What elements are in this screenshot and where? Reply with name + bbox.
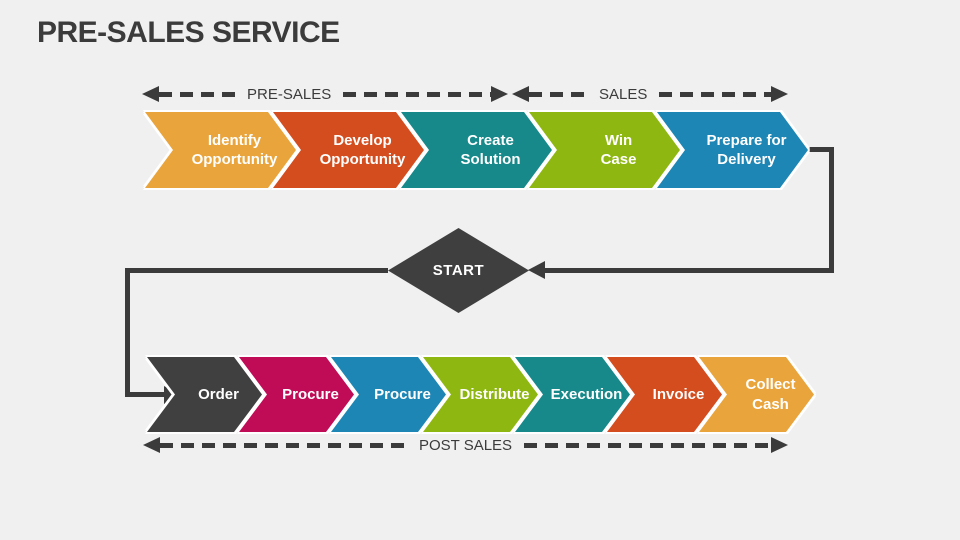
chevron-label: Identify Opportunity: [191, 131, 278, 168]
postsales-timeline: POST SALES: [143, 436, 789, 454]
chevron-procure-2: Procure: [331, 357, 446, 432]
chevron-prepare-for-delivery: Prepare for Delivery: [657, 112, 808, 188]
start-diamond: START: [388, 228, 529, 313]
chevron-label: Procure: [282, 385, 339, 403]
connector-start-to-left: [125, 268, 388, 273]
chevron-label: Invoice: [652, 385, 705, 403]
chevron-label: Prepare for Delivery: [706, 131, 787, 168]
slide-title: PRE-SALES SERVICE: [37, 16, 340, 49]
chevron-label: Win Case: [600, 131, 637, 168]
presales-timeline: PRE-SALES: [142, 85, 508, 103]
dashed-line: [160, 442, 407, 448]
chevron-label: Distribute: [459, 385, 530, 403]
chevron-shape: Collect Cash: [699, 357, 814, 432]
chevron-label: Order: [198, 385, 239, 403]
postsales-label: POST SALES: [418, 436, 513, 454]
connector-right-vertical: [829, 147, 834, 273]
sales-label: SALES: [599, 85, 648, 103]
chevron-win-case: Win Case: [529, 112, 680, 188]
sales-timeline: SALES: [512, 85, 788, 103]
chevron-order: Order: [147, 357, 262, 432]
top-process-row: Identify Opportunity Develop Opportunity…: [145, 112, 808, 188]
chevron-distribute: Distribute: [423, 357, 538, 432]
dashed-line: [659, 91, 771, 97]
connector-right-top: [808, 147, 834, 152]
arrow-right-icon: [491, 86, 508, 102]
bottom-process-row: Order Procure Procure Distribute Executi…: [147, 357, 814, 432]
chevron-invoice: Invoice: [607, 357, 722, 432]
connector-left-vertical: [125, 268, 130, 397]
arrow-right-icon: [771, 86, 788, 102]
chevron-create-solution: Create Solution: [401, 112, 552, 188]
arrow-right-icon: [771, 437, 789, 453]
chevron-shape: Develop Opportunity: [273, 112, 424, 188]
presales-label: PRE-SALES: [247, 85, 332, 103]
connector-left-bottom: [125, 392, 164, 397]
arrow-left-icon: [142, 86, 159, 102]
arrow-left-icon: [143, 437, 160, 453]
chevron-procure-1: Procure: [239, 357, 354, 432]
chevron-identify-opportunity: Identify Opportunity: [145, 112, 296, 188]
arrow-left-icon: [512, 86, 529, 102]
dashed-line: [524, 442, 772, 448]
chevron-shape: Prepare for Delivery: [657, 112, 808, 188]
chevron-label: Develop Opportunity: [319, 131, 406, 168]
chevron-execution: Execution: [515, 357, 630, 432]
chevron-label: Procure: [374, 385, 431, 403]
chevron-collect-cash: Collect Cash: [699, 357, 814, 432]
chevron-label: Collect Cash: [745, 376, 796, 413]
dashed-line: [529, 91, 587, 97]
chevron-develop-opportunity: Develop Opportunity: [273, 112, 424, 188]
chevron-shape: Identify Opportunity: [145, 112, 296, 188]
dashed-line: [159, 91, 235, 97]
start-label: START: [432, 262, 485, 279]
dashed-line: [343, 91, 491, 97]
chevron-label: Create Solution: [460, 131, 521, 168]
connector-right-to-start: [545, 268, 834, 273]
connector-arrowhead-left-icon: [528, 261, 545, 279]
chevron-label: Execution: [550, 385, 623, 403]
